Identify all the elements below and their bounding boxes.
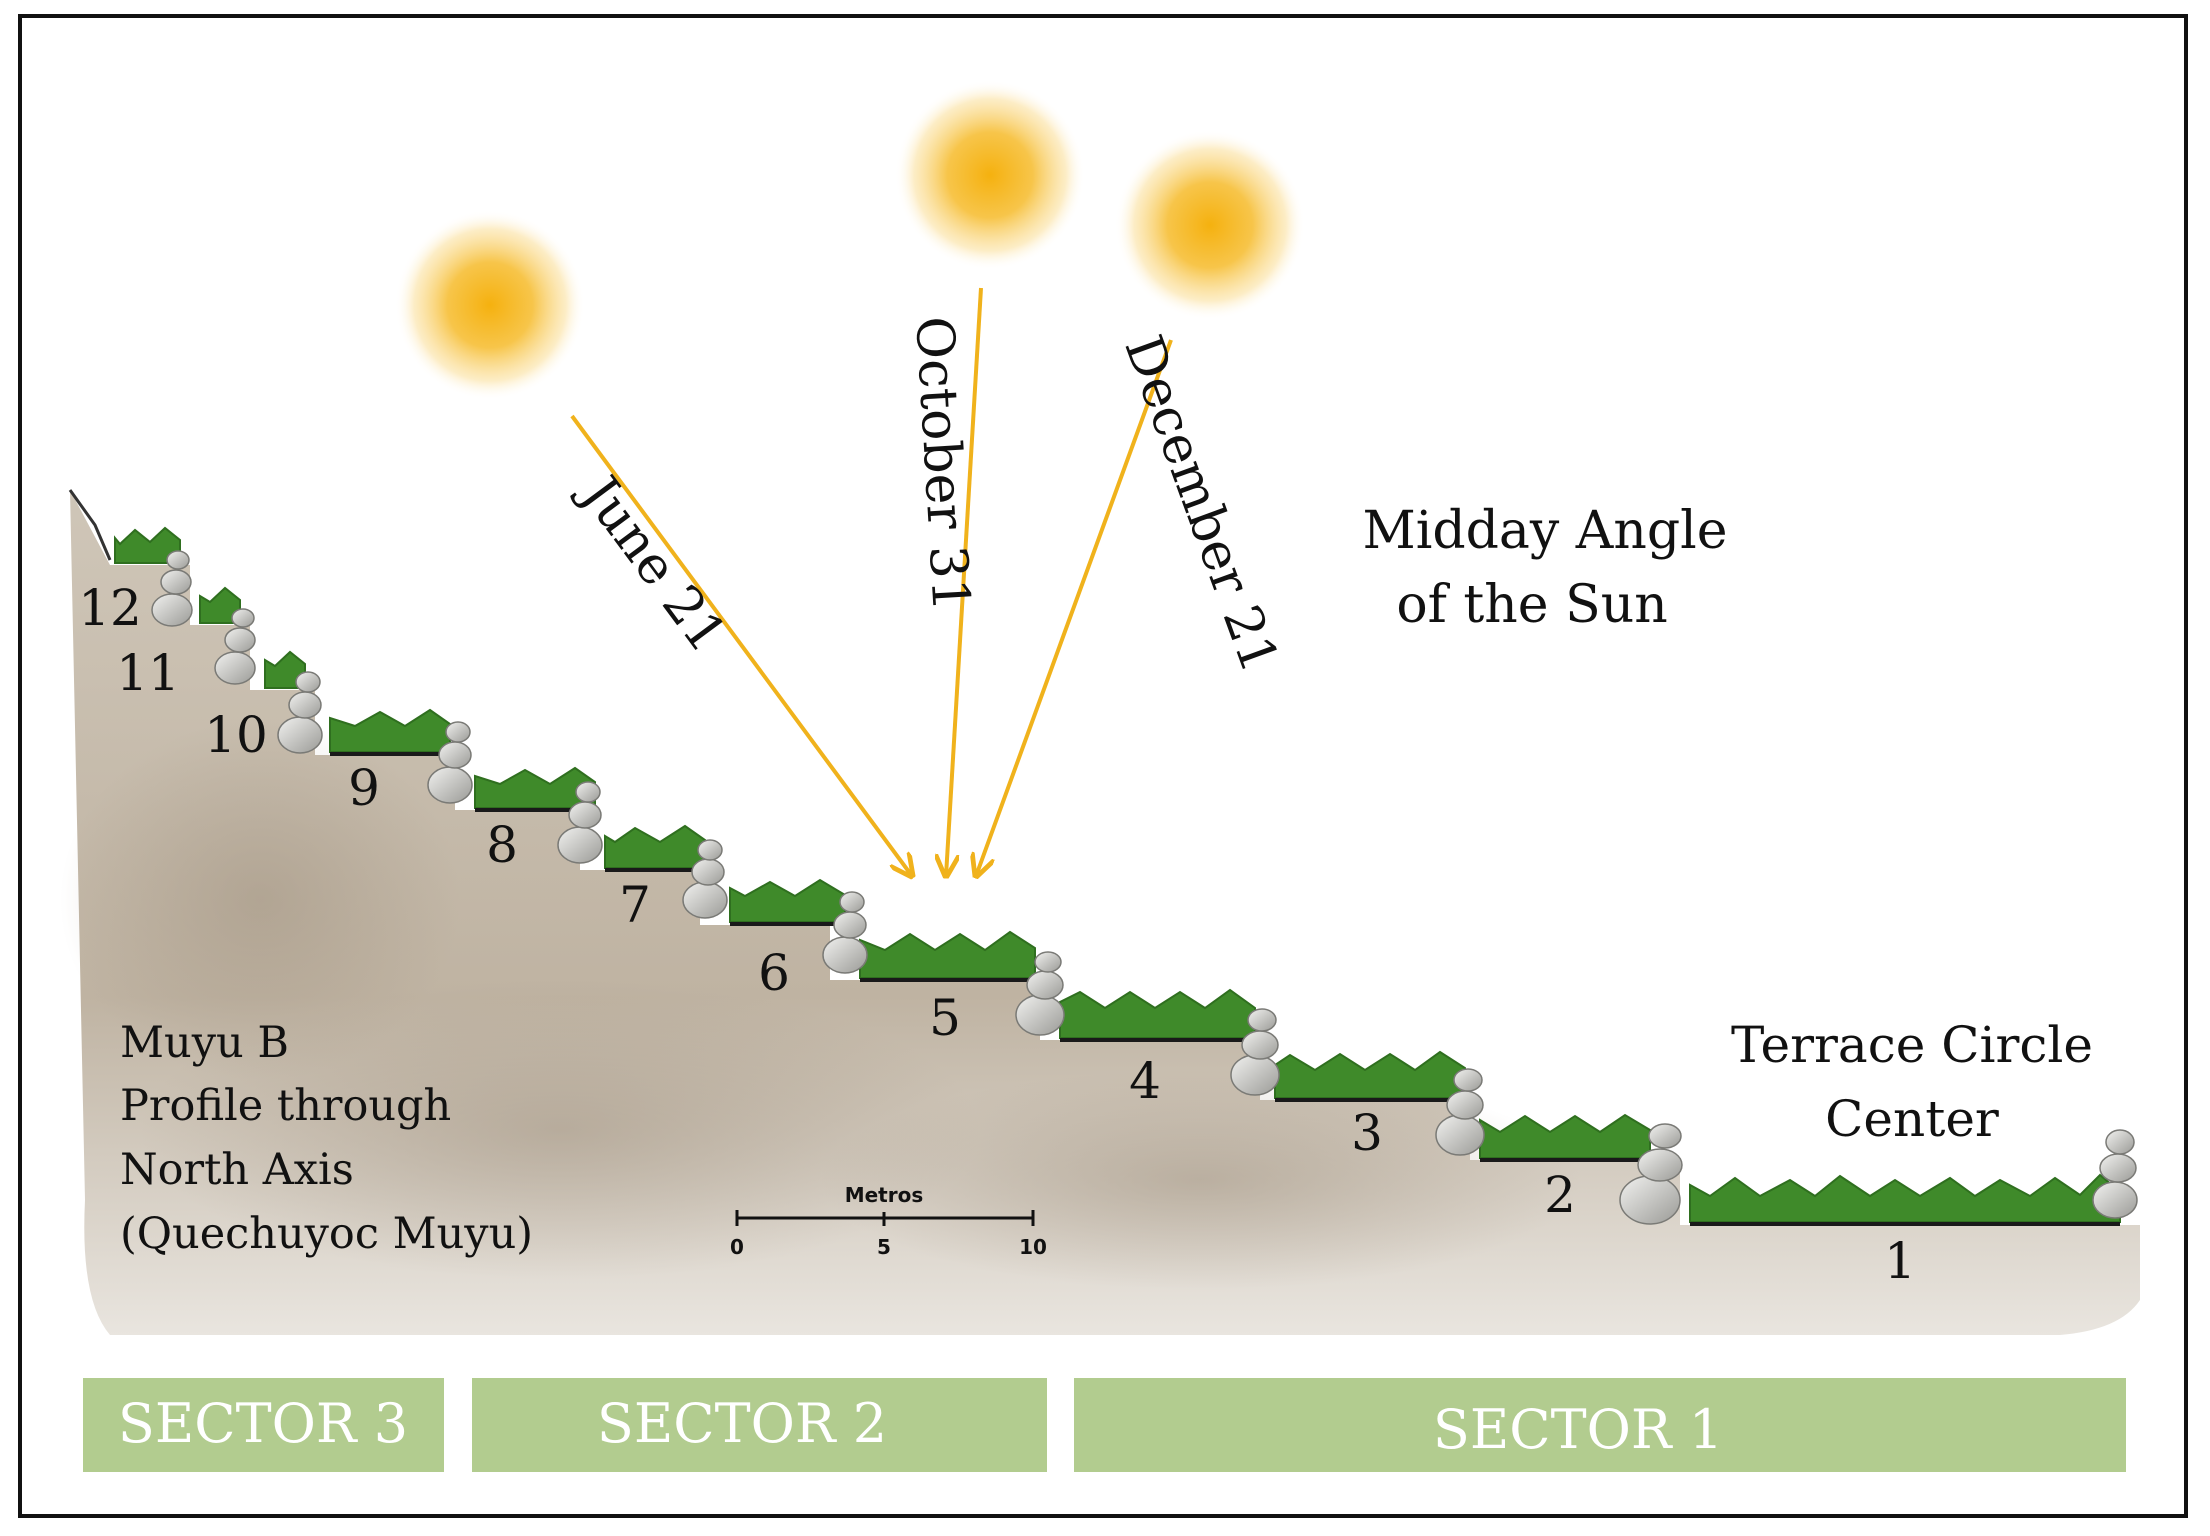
cliff-edge: [68, 489, 112, 561]
ray-june: [570, 414, 912, 876]
sun-december-icon: [1115, 130, 1305, 320]
stone-wall: [1435, 1068, 1485, 1156]
sun-june-icon: [395, 210, 585, 400]
sector-2-label: SECTOR 2: [597, 1392, 887, 1455]
sun-october-icon: [895, 80, 1085, 270]
ray-october: [946, 287, 983, 876]
grass-strips: [114, 526, 2121, 1223]
grass-strip: [604, 824, 706, 869]
stone-wall: [151, 550, 193, 627]
stone-wall: [277, 671, 323, 754]
diagram-title-line1: Midday Angle: [1362, 501, 1727, 561]
sector-bars: SECTOR 3 SECTOR 2 SECTOR 1: [83, 1378, 2126, 1472]
grass-strip: [1059, 988, 1256, 1039]
grass-strip: [329, 708, 451, 753]
center-label-line2: Center: [1825, 1090, 1999, 1148]
terrace-number: 5: [929, 989, 961, 1047]
scale-tick-label: 5: [877, 1235, 891, 1259]
profile-label-line4: (Quechuyoc Muyu): [120, 1209, 533, 1259]
grass-strip: [1689, 1173, 2121, 1223]
ray-label-october: October 31: [903, 315, 980, 614]
stone-wall: [557, 781, 603, 864]
terrace-number: 3: [1351, 1104, 1383, 1162]
terrace-profile: [60, 489, 2140, 1335]
grass-strip: [859, 930, 1036, 979]
soil-shading: [60, 720, 460, 1080]
grass-strip: [1274, 1050, 1466, 1099]
stone-wall: [2092, 1129, 2138, 1219]
terrace-number: 8: [486, 816, 518, 874]
sun-rays: [570, 287, 1173, 876]
stone-walls: [151, 550, 2138, 1225]
stone-wall: [427, 721, 473, 804]
profile-label-line1: Muyu B: [120, 1018, 289, 1068]
terrace-numbers: 1 2 3 4 5 6 7 8 9 10 11 12: [78, 579, 1916, 1290]
ray-december: [976, 339, 1173, 876]
grass-strip: [729, 878, 846, 923]
stone-wall: [1619, 1123, 1683, 1225]
scale-bar: Metros 0 5 10: [730, 1183, 1047, 1259]
profile-label-line3: North Axis: [120, 1145, 354, 1195]
terrace-number: 10: [204, 706, 268, 764]
scale-title: Metros: [845, 1183, 924, 1207]
sector-3-bar: [83, 1378, 444, 1472]
stone-wall: [682, 839, 728, 919]
stone-wall: [1230, 1008, 1280, 1096]
scale-tick-label: 0: [730, 1235, 744, 1259]
terrace-edge-lines: [330, 752, 2120, 1226]
terrace-number: 9: [348, 759, 380, 817]
stone-wall: [1015, 951, 1065, 1036]
sector-1-bar: [1074, 1378, 2126, 1472]
terrace-number: 2: [1544, 1166, 1576, 1224]
sector-2-bar: [472, 1378, 1047, 1472]
sector-1-label: SECTOR 1: [1433, 1398, 1723, 1461]
terrace-number: 11: [116, 644, 180, 702]
outer-frame: [18, 14, 2188, 1518]
sector-3-label: SECTOR 3: [118, 1392, 408, 1455]
terrace-number: 7: [619, 876, 651, 934]
diagram-title-line2: of the Sun: [1396, 575, 1667, 635]
center-label-line1: Terrace Circle: [1731, 1016, 2093, 1074]
profile-label-line2: Profile through: [120, 1081, 451, 1131]
stone-wall: [214, 608, 256, 685]
terrace-number: 6: [758, 944, 790, 1002]
ray-label-december: December 21: [1112, 328, 1289, 681]
soil-shading: [820, 1070, 1580, 1290]
terrace-number: 12: [78, 579, 142, 637]
scale-tick-label: 10: [1019, 1235, 1047, 1259]
stone-wall: [822, 891, 868, 974]
terrace-number: 4: [1129, 1052, 1161, 1110]
ray-label-june: June 21: [567, 462, 738, 664]
terrace-number: 1: [1884, 1232, 1916, 1290]
